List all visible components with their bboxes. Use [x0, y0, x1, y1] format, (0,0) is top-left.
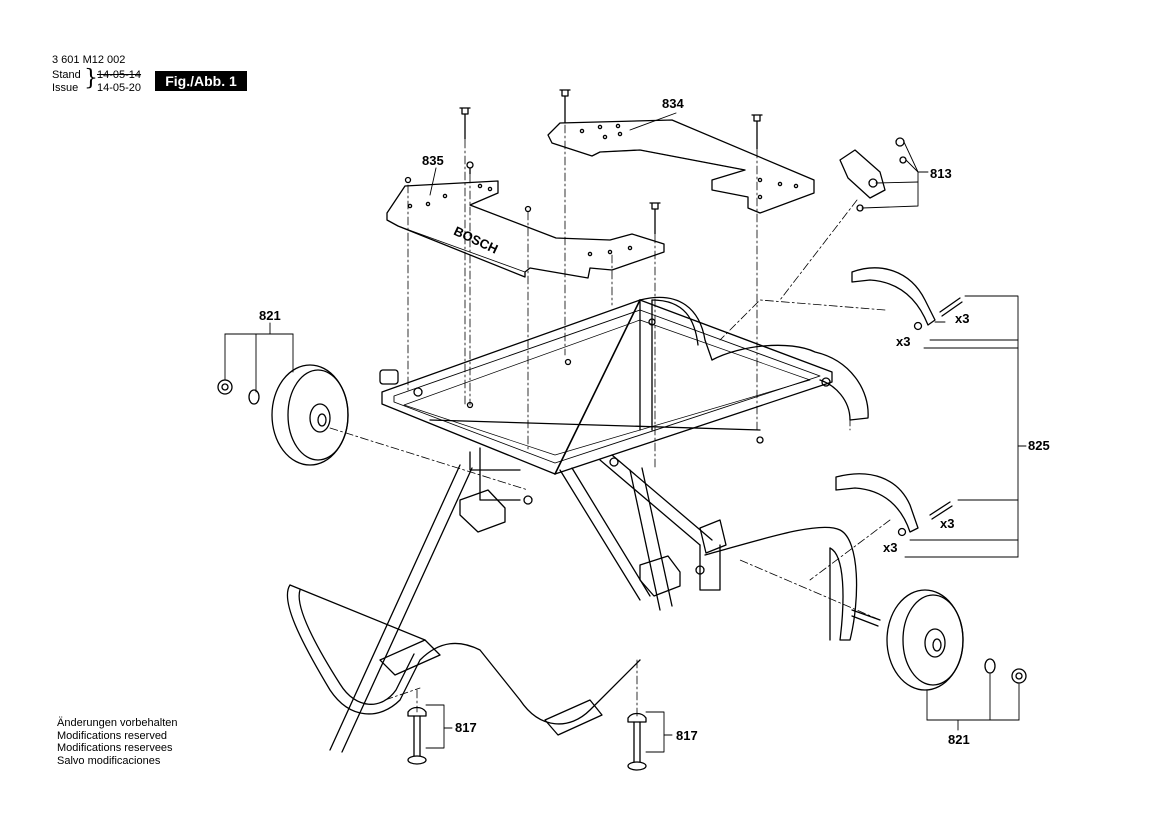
- label-821-left: 821: [259, 308, 281, 323]
- label-817-right: 817: [676, 728, 698, 743]
- label-813: 813: [930, 166, 952, 181]
- screw-set-top: [404, 89, 763, 235]
- alignment-lines: [329, 124, 891, 719]
- brand-logo: BOSCH: [451, 223, 500, 256]
- stand-frame: [286, 296, 881, 753]
- bracket-813: [839, 137, 907, 212]
- label-835: 835: [422, 153, 444, 168]
- bracket-825-lower: [835, 473, 953, 537]
- figure-label: Fig./Abb. 1: [155, 71, 247, 91]
- modification-notes: Änderungen vorbehalten Modifications res…: [57, 717, 177, 767]
- wheel-left: [217, 364, 349, 466]
- doc-number: 3 601 M12 002: [52, 54, 126, 66]
- label-821-right: 821: [948, 732, 970, 747]
- qty-label-upper-screw: x3: [955, 311, 970, 326]
- note-line-es: Salvo modificaciones: [57, 754, 161, 767]
- mounting-plate-835: BOSCH: [386, 180, 665, 279]
- note-line-de: Änderungen vorbehalten: [57, 717, 178, 729]
- bracket-825-upper: [851, 267, 963, 331]
- qty-label-upper-nut: x3: [896, 334, 911, 349]
- brace-icon: }: [84, 66, 98, 91]
- issue-label: Issue: [52, 82, 79, 94]
- mounting-plate-834: [547, 119, 815, 214]
- label-817-left: 817: [455, 720, 477, 735]
- leveling-foot-left: [407, 706, 427, 765]
- issue-date: 14-05-20: [97, 82, 142, 94]
- leveling-foot-right: [627, 712, 647, 771]
- qty-label-lower-screw: x3: [940, 516, 955, 531]
- qty-label-lower-nut: x3: [883, 540, 898, 555]
- note-line-fr: Modifications reservees: [57, 742, 173, 754]
- note-line-en: Modifications reserved: [57, 729, 168, 742]
- wheel-right: [886, 589, 1027, 691]
- stand-label: Stand: [52, 69, 81, 81]
- leader-lines: [224, 112, 1027, 753]
- label-834: 834: [662, 96, 684, 111]
- label-825: 825: [1028, 438, 1050, 453]
- stand-date: 14-05-14: [97, 69, 142, 81]
